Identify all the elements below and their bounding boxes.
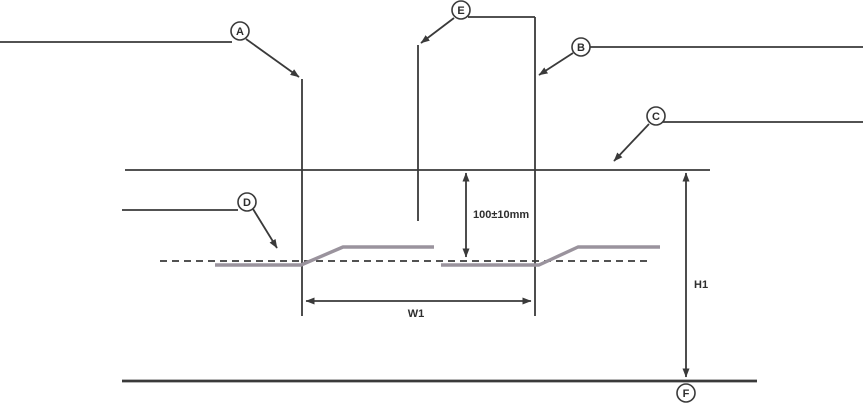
callout-d-leader-arrow xyxy=(252,208,278,249)
ramp-profile-left xyxy=(215,245,434,267)
callout-d-label: D xyxy=(243,197,251,209)
callout-c-leader-arrow xyxy=(613,123,650,162)
callout-d-circle xyxy=(237,192,257,212)
dim-w1-label: W1 xyxy=(408,308,425,320)
callout-b-circle xyxy=(571,37,591,57)
callout-a-label: A xyxy=(236,26,244,38)
callout-e-leader-arrow xyxy=(420,17,455,44)
callout-e-label: E xyxy=(457,5,464,17)
callout-b-leader-arrow xyxy=(538,52,574,76)
ramp-profile-right xyxy=(441,245,660,267)
dim-h1-label: H1 xyxy=(694,279,708,291)
callout-f-label: F xyxy=(683,388,690,400)
callout-e-circle xyxy=(451,0,471,20)
callout-c-label: C xyxy=(652,111,660,123)
callout-b-label: B xyxy=(577,42,585,54)
dim-100mm-label: 100±10mm xyxy=(473,209,529,221)
callout-c-circle xyxy=(646,106,666,126)
callout-f-circle xyxy=(676,383,696,403)
callout-a-circle xyxy=(230,21,250,41)
callout-a-leader-arrow xyxy=(245,38,300,78)
